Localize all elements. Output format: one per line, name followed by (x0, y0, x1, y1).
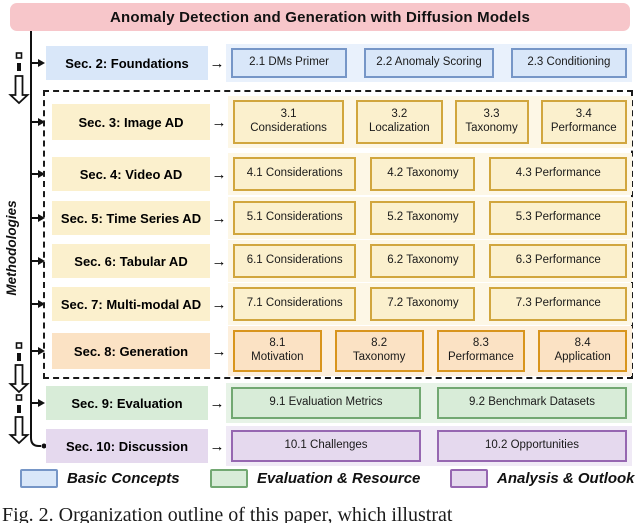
section-connector-arrows (32, 59, 45, 407)
subsection-box: 7.1 Considerations (233, 287, 357, 321)
section-label: Sec. 4: Video AD (52, 157, 210, 191)
subsection-box: 4.1 Considerations (233, 157, 357, 191)
figure-caption-text: Fig. 2. Organization outline of this pap… (2, 504, 453, 523)
subsection-strip: 2.1 DMs Primer 2.2 Anomaly Scoring 2.3 C… (226, 44, 632, 82)
subsection-strip: 6.1 Considerations 6.2 Taxonomy 6.3 Perf… (228, 240, 632, 282)
subsection-box: 8.3 Performance (436, 330, 526, 372)
legend-label: Analysis & Outlook (497, 469, 635, 487)
section-row-video-ad: Sec. 4: Video AD → 4.1 Considerations 4.… (52, 153, 632, 195)
skip-arrow-icon (8, 394, 30, 445)
subsection-box: 6.2 Taxonomy (370, 244, 476, 278)
subsection-box: 2.1 DMs Primer (231, 48, 348, 78)
right-arrow-icon: → (209, 394, 225, 412)
section-row-image-ad: Sec. 3: Image AD → 3.1 Considerations 3.… (52, 96, 632, 148)
subsection-box: 3.4 Performance (540, 100, 627, 144)
subsection-box: 5.3 Performance (489, 201, 627, 235)
subsection-box: 2.3 Conditioning (510, 48, 627, 78)
subsection-box: 9.2 Benchmark Datasets (437, 387, 627, 419)
skip-arrow-icon (8, 52, 30, 105)
subsection-box: 5.1 Considerations (233, 201, 357, 235)
right-arrow-icon: → (211, 113, 227, 131)
right-arrow-icon: → (211, 209, 227, 227)
main-rail-line (30, 30, 47, 449)
section-label: Sec. 5: Time Series AD (52, 201, 210, 235)
subsection-box: 4.2 Taxonomy (370, 157, 476, 191)
right-arrow-icon: → (209, 54, 225, 72)
legend-swatch-purple (450, 468, 488, 488)
subsection-box: 6.1 Considerations (233, 244, 357, 278)
subsection-box: 8.4 Application (538, 330, 627, 372)
subsection-box: 3.1 Considerations (233, 100, 345, 144)
right-arrow-icon: → (211, 342, 227, 360)
subsection-box: 8.2 Taxonomy (334, 330, 424, 372)
section-label: Sec. 3: Image AD (52, 104, 210, 140)
skip-arrow-icon (8, 342, 30, 394)
legend-swatch-blue (20, 468, 58, 488)
legend-item-analysis-outlook: Analysis & Outlook (450, 468, 635, 488)
subsection-strip: 10.1 Challenges 10.2 Opportunities (226, 426, 632, 466)
subsection-box: 5.2 Taxonomy (370, 201, 476, 235)
legend-swatch-green (210, 468, 248, 488)
legend-label: Basic Concepts (67, 469, 180, 487)
section-label: Sec. 10: Discussion (46, 429, 208, 463)
legend-label: Evaluation & Resource (257, 469, 421, 487)
subsection-box: 7.3 Performance (489, 287, 627, 321)
section-row-time-series-ad: Sec. 5: Time Series AD → 5.1 Considerati… (52, 197, 632, 239)
methodologies-group-label: Methodologies (4, 200, 19, 296)
subsection-box: 8.1 Motivation (233, 330, 322, 372)
section-label: Sec. 8: Generation (52, 333, 210, 369)
subsection-box: 7.2 Taxonomy (370, 287, 476, 321)
section-row-generation: Sec. 8: Generation → 8.1 Motivation 8.2 … (52, 326, 632, 376)
section-row-multi-modal-ad: Sec. 7: Multi-modal AD → 7.1 Considerati… (52, 283, 632, 325)
section-row-evaluation: Sec. 9: Evaluation → 9.1 Evaluation Metr… (46, 383, 632, 423)
section-row-tabular-ad: Sec. 6: Tabular AD → 6.1 Considerations … (52, 240, 632, 282)
subsection-box: 10.2 Opportunities (437, 430, 627, 462)
subsection-box: 9.1 Evaluation Metrics (231, 387, 421, 419)
subsection-box: 6.3 Performance (489, 244, 627, 278)
figure-caption: Fig. 2. Organization outline of this pap… (2, 503, 640, 523)
legend-item-evaluation-resource: Evaluation & Resource (210, 468, 420, 488)
subsection-strip: 5.1 Considerations 5.2 Taxonomy 5.3 Perf… (228, 197, 632, 239)
section-label: Sec. 7: Multi-modal AD (52, 287, 210, 321)
right-arrow-icon: → (211, 295, 227, 313)
subsection-strip: 8.1 Motivation 8.2 Taxonomy 8.3 Performa… (228, 326, 632, 376)
subsection-strip: 3.1 Considerations 3.2 Localization 3.3 … (228, 96, 632, 148)
methodologies-group-border (43, 90, 633, 379)
diagram-title: Anomaly Detection and Generation with Di… (10, 3, 630, 31)
right-arrow-icon: → (211, 165, 227, 183)
right-arrow-icon: → (209, 437, 225, 455)
subsection-box: 3.3 Taxonomy (454, 100, 529, 144)
legend-item-basic-concepts: Basic Concepts (20, 468, 180, 488)
right-arrow-icon: → (211, 252, 227, 270)
subsection-box: 10.1 Challenges (231, 430, 421, 462)
section-label: Sec. 2: Foundations (46, 46, 208, 80)
section-label: Sec. 6: Tabular AD (52, 244, 210, 278)
subsection-strip: 7.1 Considerations 7.2 Taxonomy 7.3 Perf… (228, 283, 632, 325)
subsection-box: 4.3 Performance (489, 157, 627, 191)
subsection-box: 3.2 Localization (356, 100, 443, 144)
section-row-discussion: Sec. 10: Discussion → 10.1 Challenges 10… (46, 426, 632, 466)
subsection-box: 2.2 Anomaly Scoring (364, 48, 494, 78)
subsection-strip: 9.1 Evaluation Metrics 9.2 Benchmark Dat… (226, 383, 632, 423)
section-row-foundations: Sec. 2: Foundations → 2.1 DMs Primer 2.2… (46, 44, 632, 82)
section-label: Sec. 9: Evaluation (46, 386, 208, 420)
subsection-strip: 4.1 Considerations 4.2 Taxonomy 4.3 Perf… (228, 153, 632, 195)
